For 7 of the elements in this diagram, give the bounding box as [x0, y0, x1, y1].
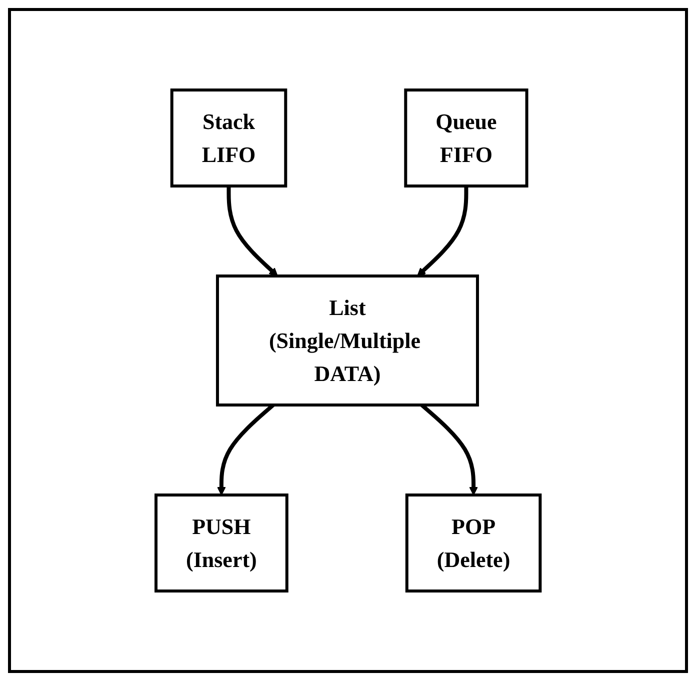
node-box: List (Single/Multiple DATA) [216, 274, 479, 406]
node-box: POP (Delete) [405, 494, 542, 592]
node-box: Queue FIFO [404, 88, 528, 188]
arrow [226, 186, 278, 276]
node-box: Stack LIFO [170, 88, 288, 188]
arrow [416, 186, 468, 276]
node-box: PUSH (Insert) [154, 494, 288, 592]
